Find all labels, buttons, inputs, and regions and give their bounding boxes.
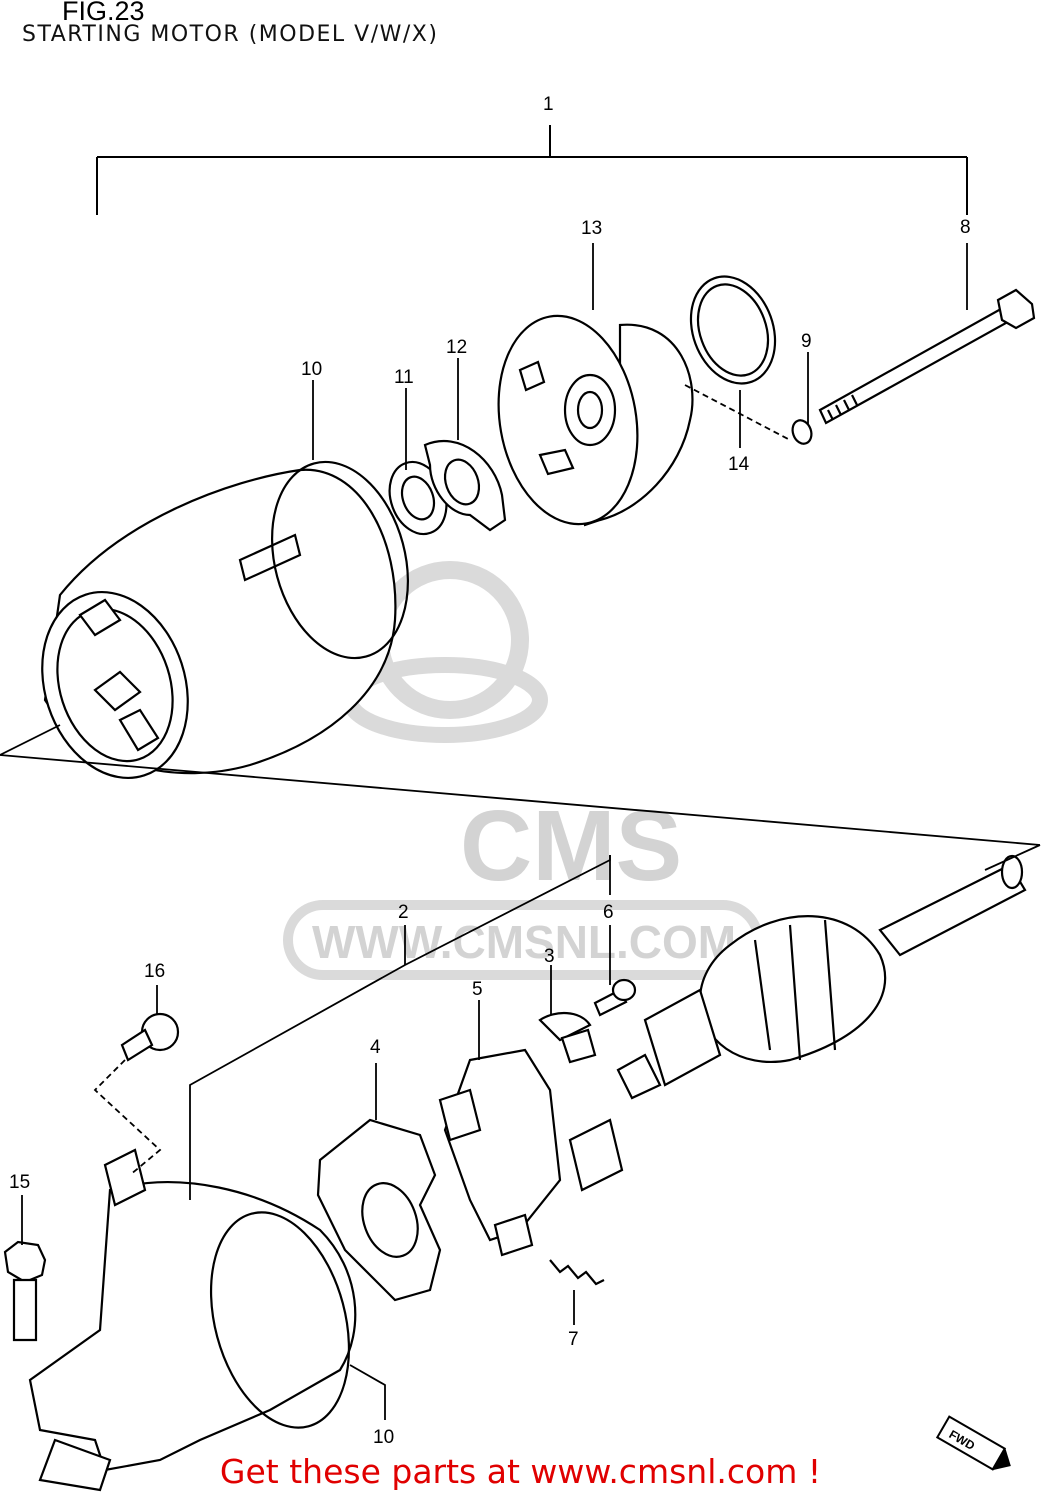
watermark-logo-head [371,561,529,719]
callout-3: 3 [544,946,555,967]
through-bolt [818,288,1036,425]
brush-spring [549,1259,605,1286]
callout-10-lower: 10 [373,1427,394,1448]
fwd-label: FWD [946,1427,978,1453]
brush-holder [438,1048,624,1257]
callouts: 1 2 3 4 5 6 7 8 9 10 10 11 12 13 14 15 1… [9,94,971,1448]
callout-12: 12 [446,337,467,358]
brush-plate [423,439,507,532]
bolt-washer [791,419,813,445]
watermark-url: WWW.CMSNL.COM [312,916,736,968]
callout-13: 13 [581,218,602,239]
o-ring [689,275,777,385]
callout-4: 4 [370,1037,381,1058]
callout-15: 15 [9,1172,30,1193]
insulator-plate [316,1118,442,1302]
brush-3 [538,1012,597,1064]
callout-14: 14 [728,454,750,475]
watermark-brand: CMS [460,790,682,902]
footer-cta[interactable]: Get these parts at www.cmsnl.com ! [219,1452,822,1491]
callout-2: 2 [398,902,409,923]
callout-10-upper: 10 [301,359,322,380]
screw [593,978,637,1017]
housing-screw [120,1012,180,1062]
callout-6: 6 [603,902,614,923]
figure-number: FIG.23 [62,0,145,26]
callout-7: 7 [568,1329,579,1350]
callout-11: 11 [394,367,414,388]
armature [616,854,1027,1100]
callout-9: 9 [801,331,812,352]
callout-5: 5 [472,979,483,1000]
figure-title: STARTING MOTOR (MODEL V/W/X) [22,22,439,47]
assembly-bracket [96,125,968,215]
callout-16: 16 [144,961,165,982]
mounting-bolt [3,1240,47,1342]
lower-housing [28,1148,357,1492]
end-cover [497,314,694,527]
yoke-housing [41,460,410,780]
callout-8: 8 [960,217,971,238]
leader-lines [0,243,1041,1420]
callout-1: 1 [543,94,554,115]
